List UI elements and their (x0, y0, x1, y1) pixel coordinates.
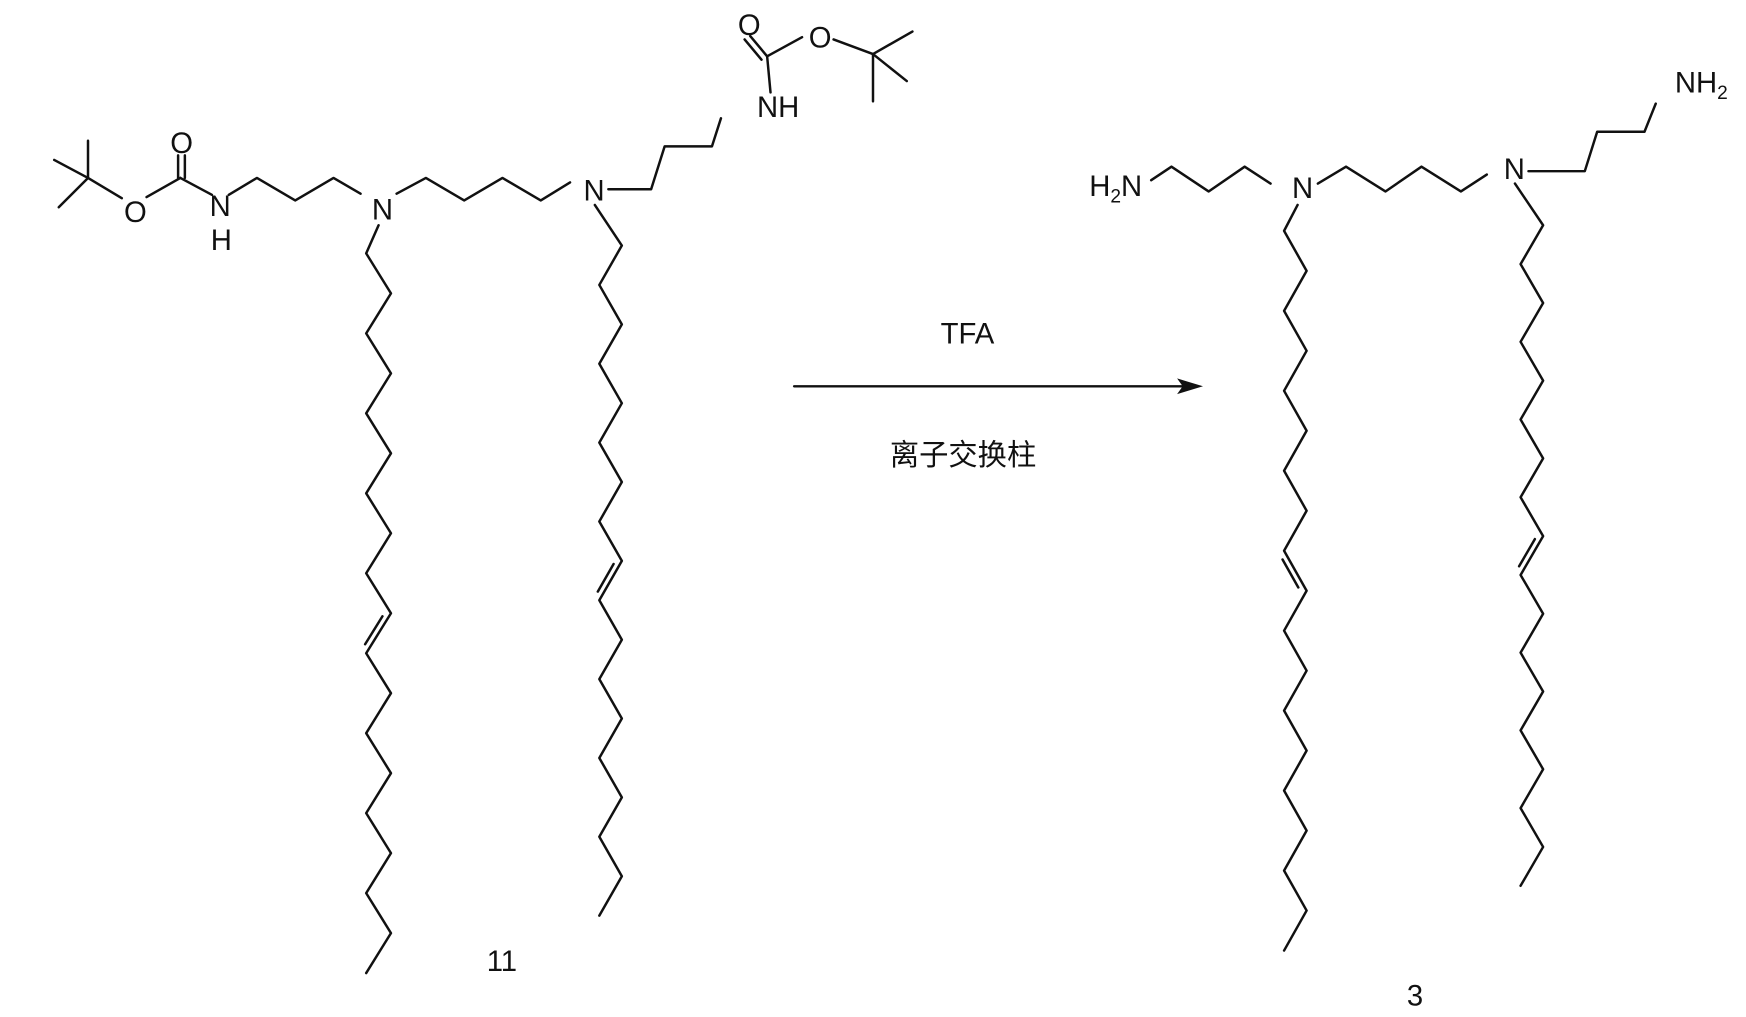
butyl-linker (1318, 167, 1487, 192)
atom-h2n: H2N (1089, 170, 1142, 208)
reagent-ion-exchange-column: 离子交换柱 (890, 438, 1036, 472)
bond (767, 37, 802, 56)
atom-nh: NH (757, 91, 799, 124)
bond (147, 178, 181, 197)
atom-o: O (170, 127, 193, 160)
atom-o: O (124, 196, 147, 229)
bond (88, 178, 122, 198)
propyl-linker (608, 118, 721, 189)
oleyl-chain (595, 205, 622, 916)
compound-label-11: 11 (487, 945, 517, 978)
bond (873, 54, 907, 81)
atom-nh2: NH2 (1675, 66, 1728, 104)
bond (745, 39, 762, 59)
reagent-tfa: TFA (941, 318, 995, 351)
propyl-linker (229, 178, 361, 201)
atom-h: H (211, 224, 232, 257)
bond (834, 39, 873, 54)
atom-n: N (1504, 153, 1525, 186)
atom-o: O (738, 9, 761, 42)
bond (767, 56, 770, 92)
alkyl-chains (365, 184, 1543, 973)
atom-o: O (809, 21, 832, 54)
bonds (54, 32, 1656, 395)
atom-n: N (372, 194, 393, 227)
propyl-linker (1151, 167, 1270, 192)
bond (59, 178, 88, 207)
atom-n: N (210, 190, 231, 223)
bond (180, 178, 212, 195)
compound-label-3: 3 (1407, 980, 1423, 1013)
atom-n: N (1292, 172, 1313, 205)
bond (873, 32, 912, 55)
oleyl-chain (1284, 205, 1307, 951)
bond (54, 160, 88, 178)
oleyl-chain (366, 225, 391, 973)
atom-n: N (584, 174, 605, 207)
propyl-linker (1528, 104, 1655, 172)
butyl-linker (397, 178, 570, 201)
oleyl-chain (1515, 184, 1543, 886)
